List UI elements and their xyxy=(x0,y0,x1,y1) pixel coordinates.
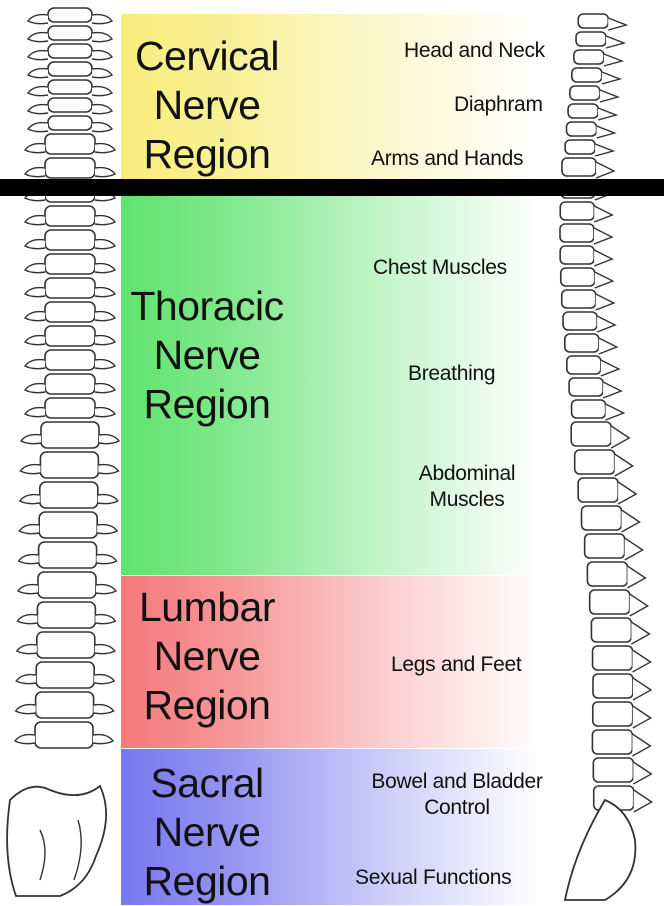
cervical-title-line-1: Cervical xyxy=(121,32,293,81)
vertebra-front xyxy=(25,158,115,178)
lumbar-region-title: Lumbar Nerve Region xyxy=(121,583,293,730)
function-bowel-and-bladder-control: Bowel and Bladder Control xyxy=(362,769,552,821)
vertebra-front xyxy=(15,722,113,748)
lumbar-title-line-3: Region xyxy=(121,681,293,730)
vertebra-front xyxy=(25,230,115,250)
thoracic-title-line-1: Thoracic xyxy=(121,282,293,331)
function-abdominal-line-1: Abdominal xyxy=(411,461,523,487)
vertebra-front xyxy=(16,692,114,718)
vertebra-side xyxy=(563,312,615,332)
vertebra-front xyxy=(25,398,115,418)
vertebra-side xyxy=(572,68,620,84)
vertebra-side xyxy=(582,506,640,532)
vertebra-side xyxy=(561,268,613,288)
vertebra-front xyxy=(25,374,115,394)
cervical-region-band: Cervical Nerve Region Head and Neck Diap… xyxy=(121,14,540,180)
pelvis-front xyxy=(7,786,106,896)
vertebra-side xyxy=(567,356,619,376)
sacral-title-line-1: Sacral xyxy=(121,759,293,808)
divider-bar xyxy=(0,179,664,196)
vertebra-side xyxy=(590,590,648,616)
vertebra-side xyxy=(569,378,621,398)
cervical-region-title: Cervical Nerve Region xyxy=(121,32,293,179)
vertebra-side xyxy=(578,478,636,504)
vertebra-side xyxy=(593,702,651,728)
vertebra-front xyxy=(28,116,112,132)
sacral-region-title: Sacral Nerve Region xyxy=(121,759,293,906)
function-sexual-functions: Sexual Functions xyxy=(355,865,511,891)
spine-front-view-icon xyxy=(0,0,125,905)
vertebra-front xyxy=(20,482,118,508)
function-chest-muscles: Chest Muscles xyxy=(373,255,507,281)
vertebra-side xyxy=(591,618,649,644)
thoracic-region-band: Thoracic Nerve Region Chest Muscles Brea… xyxy=(121,195,540,575)
vertebra-side xyxy=(593,646,651,672)
vertebra-side xyxy=(592,730,650,756)
vertebra-front xyxy=(25,326,115,346)
vertebra-front xyxy=(28,26,112,42)
vertebra-front xyxy=(25,254,115,274)
lumbar-title-line-2: Nerve xyxy=(121,632,293,681)
vertebra-front xyxy=(20,452,118,478)
vertebra-front xyxy=(19,542,117,568)
vertebra-front xyxy=(25,206,115,226)
vertebra-front xyxy=(18,572,116,598)
thoracic-title-line-3: Region xyxy=(121,380,293,429)
function-abdominal-muscles: Abdominal Muscles xyxy=(411,461,523,513)
vertebra-side xyxy=(574,50,622,66)
vertebra-side xyxy=(585,534,643,560)
vertebra-side xyxy=(576,32,624,48)
vertebra-side xyxy=(560,202,612,222)
sacrum-side xyxy=(565,800,635,900)
function-legs-and-feet: Legs and Feet xyxy=(391,652,521,678)
vertebra-front xyxy=(17,632,115,658)
function-head-and-neck: Head and Neck xyxy=(404,38,545,64)
vertebra-front xyxy=(25,134,115,154)
vertebra-side xyxy=(587,562,645,588)
vertebra-side xyxy=(568,104,616,120)
spine-side-view-icon xyxy=(535,0,664,905)
vertebra-front xyxy=(25,302,115,322)
vertebra-front xyxy=(16,662,114,688)
vertebra-side xyxy=(560,246,612,266)
sacral-region-band: Sacral Nerve Region Bowel and Bladder Co… xyxy=(121,749,540,905)
vertebra-side xyxy=(560,224,612,244)
function-abdominal-line-2: Muscles xyxy=(411,487,523,513)
cervical-title-line-3: Region xyxy=(121,130,293,179)
vertebra-side xyxy=(565,140,613,156)
function-diaphram: Diaphram xyxy=(454,92,543,118)
vertebra-side xyxy=(570,86,618,102)
vertebra-side xyxy=(578,14,626,30)
vertebra-front xyxy=(25,350,115,370)
vertebra-side xyxy=(565,334,617,354)
vertebra-side xyxy=(572,400,624,420)
vertebra-side xyxy=(562,290,614,310)
vertebra-side xyxy=(571,422,629,448)
vertebra-front xyxy=(19,512,117,538)
vertebra-front xyxy=(28,8,112,24)
vertebra-front xyxy=(21,422,119,448)
function-bowel-line-2: Control xyxy=(362,795,552,821)
vertebra-side xyxy=(593,674,651,700)
thoracic-title-line-2: Nerve xyxy=(121,331,293,380)
cervical-title-line-2: Nerve xyxy=(121,81,293,130)
lumbar-title-line-1: Lumbar xyxy=(121,583,293,632)
vertebra-front xyxy=(28,98,112,114)
vertebra-side xyxy=(575,450,633,476)
function-breathing: Breathing xyxy=(408,361,495,387)
vertebra-front xyxy=(17,602,115,628)
vertebra-front xyxy=(28,62,112,78)
vertebra-front xyxy=(25,278,115,298)
thoracic-region-title: Thoracic Nerve Region xyxy=(121,282,293,429)
vertebra-front xyxy=(28,44,112,60)
sacral-title-line-3: Region xyxy=(121,857,293,906)
vertebra-front xyxy=(28,80,112,96)
lumbar-region-band: Lumbar Nerve Region Legs and Feet xyxy=(121,576,540,748)
vertebra-side xyxy=(593,758,651,784)
vertebra-side xyxy=(567,122,615,138)
function-arms-and-hands: Arms and Hands xyxy=(371,146,523,172)
vertebra-side xyxy=(562,158,614,178)
function-bowel-line-1: Bowel and Bladder xyxy=(362,769,552,795)
sacral-title-line-2: Nerve xyxy=(121,808,293,857)
